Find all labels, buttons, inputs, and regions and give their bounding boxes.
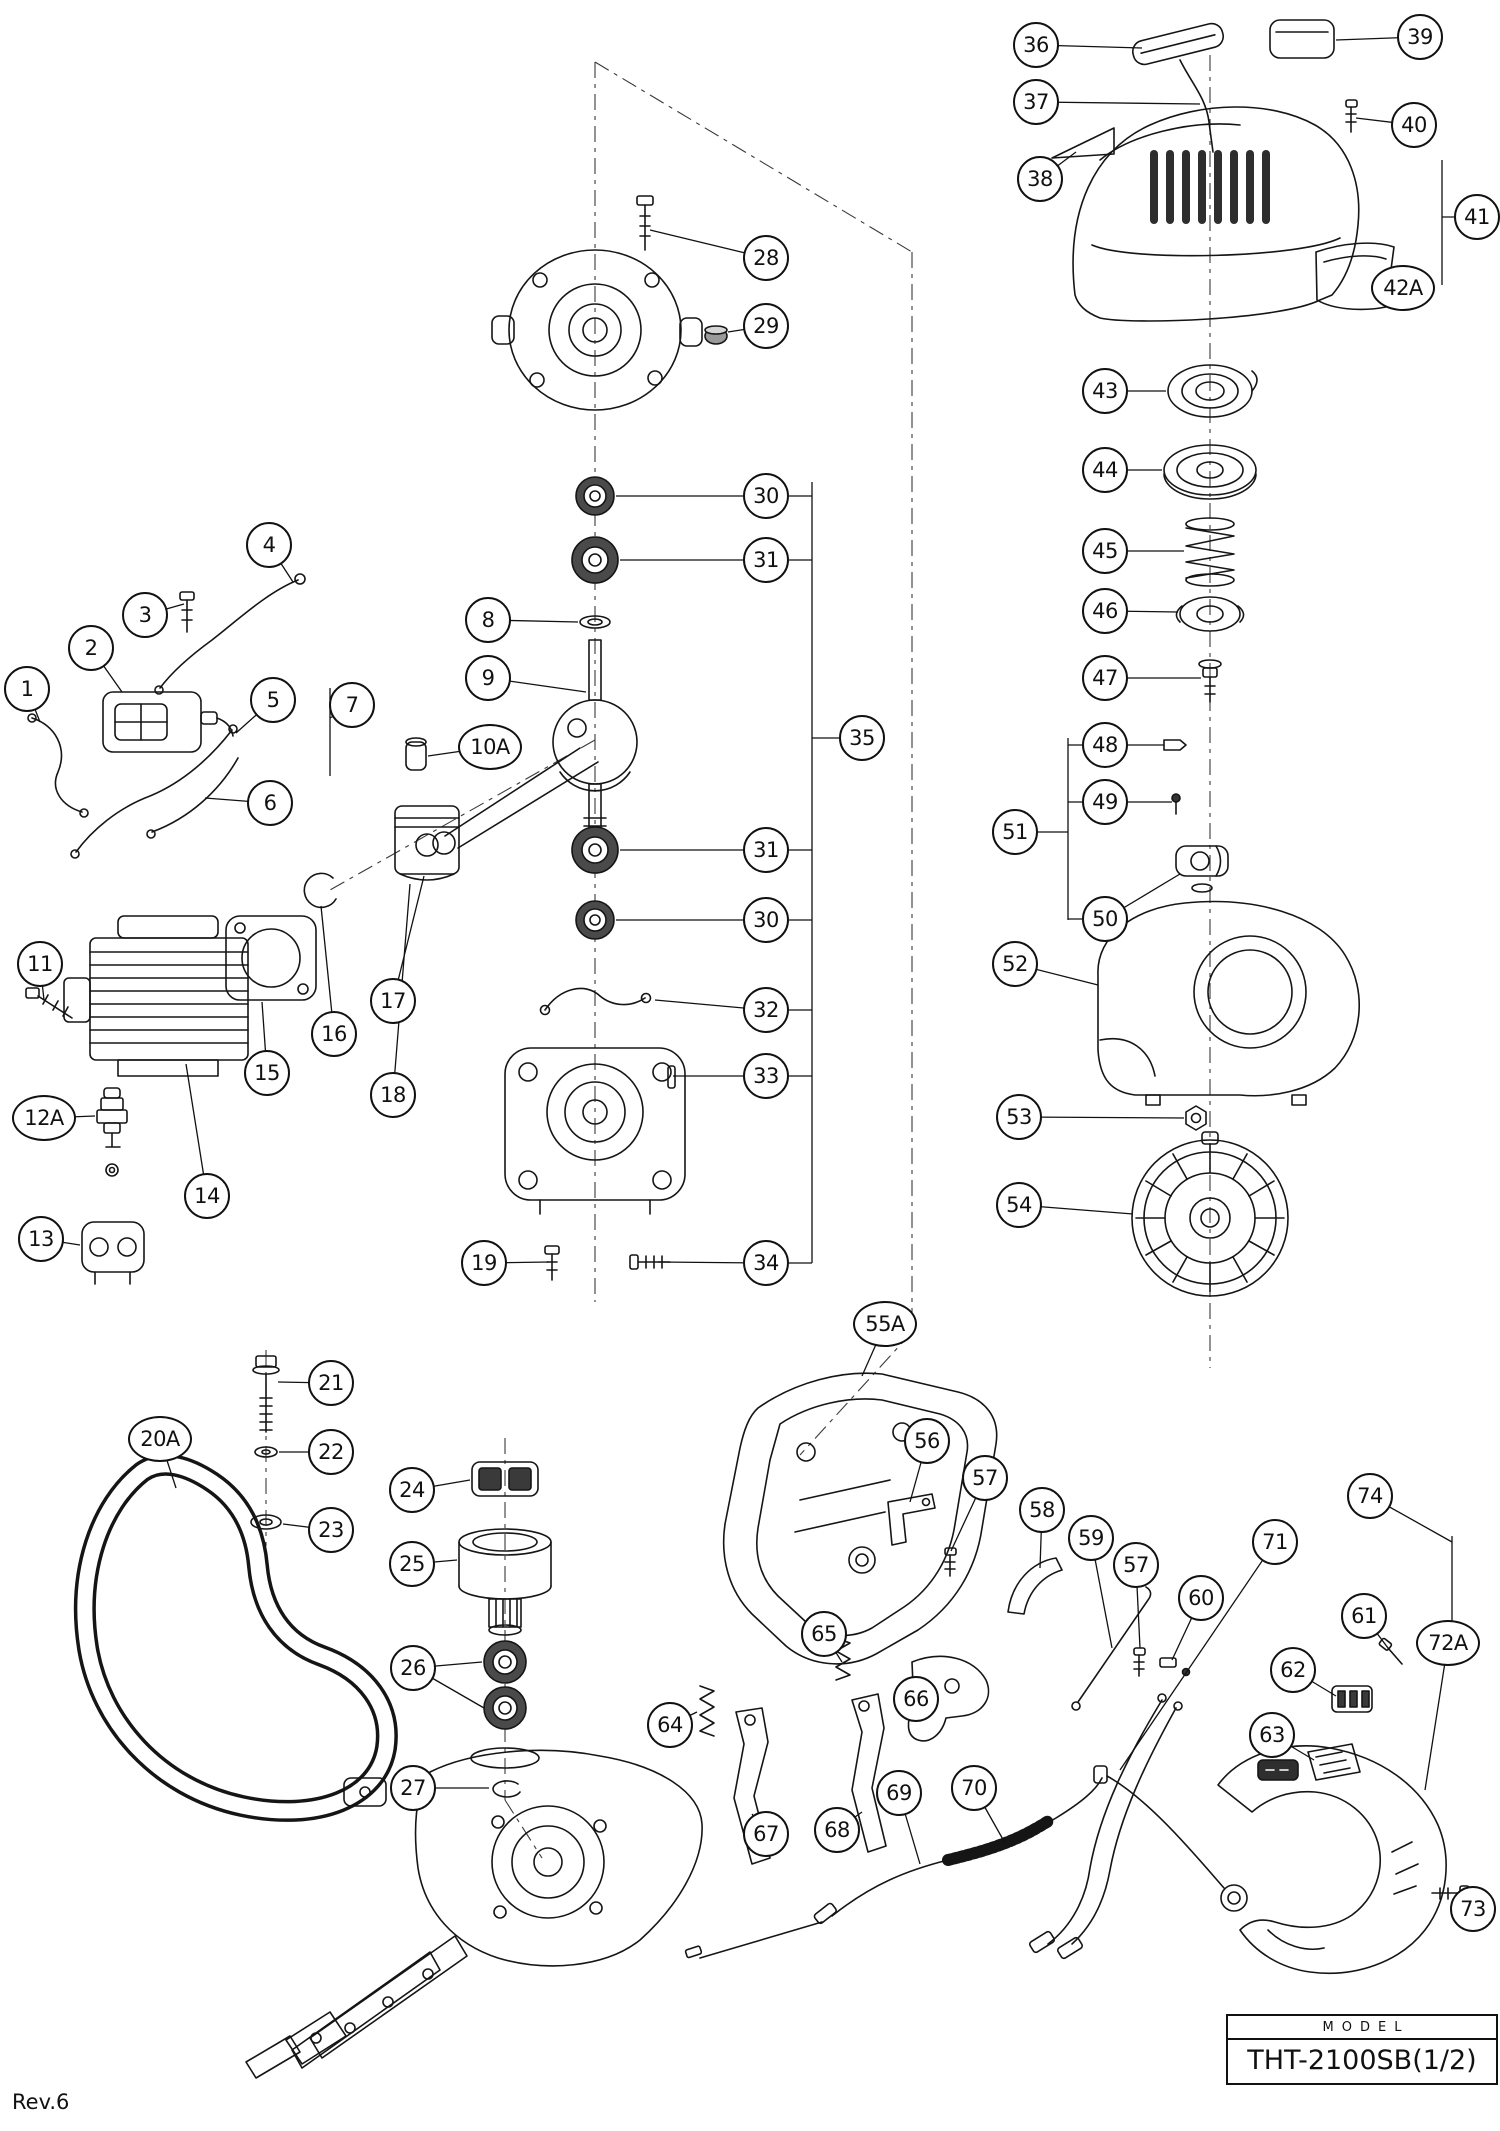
leader-line-64	[669, 1711, 698, 1726]
leader-line-23	[282, 1523, 332, 1531]
leader-line-24	[411, 1479, 471, 1491]
leader-line-15	[261, 1001, 268, 1074]
leader-line-11	[39, 963, 45, 1001]
leader-line-59	[1090, 1537, 1113, 1649]
leader-line-1	[26, 688, 41, 723]
leader-line-54	[1018, 1204, 1134, 1215]
leader-line-74	[1369, 1495, 1453, 1543]
clutch-group-drawing	[458, 1461, 552, 1798]
leader-line-66	[915, 1698, 929, 1713]
leader-line-42a	[1383, 279, 1404, 289]
leader-line-3	[144, 603, 185, 616]
leader-line-16	[320, 905, 335, 1035]
leader-line-28	[649, 229, 767, 259]
model-label: MODEL	[1228, 2016, 1496, 2040]
leader-line-5	[235, 699, 274, 734]
leader-line-52	[1014, 963, 1099, 986]
leader-line-13	[40, 1238, 81, 1246]
leader-line-46	[1104, 610, 1179, 613]
leader-line-73	[1461, 1895, 1474, 1910]
leader-line-60	[1171, 1597, 1202, 1661]
leader-line-72a	[1424, 1642, 1449, 1791]
model-number: THT-2100SB(1/2)	[1247, 2045, 1477, 2076]
leader-line-56	[909, 1440, 928, 1503]
leader-line-26	[412, 1661, 483, 1669]
crankcase-assembly-drawing	[303, 195, 728, 1281]
leader-line-7	[329, 704, 353, 719]
leader-line-19	[483, 1261, 550, 1264]
leader-line-55a	[861, 1323, 886, 1377]
leader-line-50	[1104, 873, 1181, 920]
fan-flywheel-drawing	[1097, 900, 1361, 1297]
leader-line-53	[1018, 1116, 1185, 1119]
leader-line-25	[411, 1559, 458, 1565]
leader-line-39	[1335, 36, 1421, 41]
leader-line-10a	[427, 746, 491, 757]
leader-line-62	[1292, 1669, 1337, 1697]
leader-line-37	[1035, 101, 1201, 105]
leader-line-4	[268, 544, 294, 583]
leader-lines	[26, 36, 1477, 1910]
leader-line-36	[1035, 44, 1143, 49]
revision-label: Rev.6	[12, 2090, 70, 2114]
starter-internals-drawing	[1163, 364, 1258, 893]
leader-line-69	[898, 1792, 921, 1865]
leader-line-65	[823, 1633, 843, 1663]
leader-line-61	[1363, 1615, 1389, 1649]
leader-line-6	[204, 797, 271, 804]
leader-line-34	[657, 1261, 767, 1264]
leader-line-12a	[43, 1115, 96, 1119]
leader-line-21	[277, 1381, 332, 1384]
gearcase-drawing	[245, 1747, 703, 2079]
housing-levers-drawing	[684, 1372, 1225, 1960]
leader-line-57	[1135, 1564, 1141, 1649]
leader-line-70	[973, 1787, 1006, 1844]
construction-lines	[265, 55, 1211, 1859]
leader-line-14	[185, 1063, 208, 1197]
model-panel: MODEL THT-2100SB(1/2)	[1226, 2014, 1498, 2085]
leader-line-68	[836, 1811, 863, 1831]
leader-line-9	[487, 677, 587, 693]
ignition-coil-drawing	[27, 573, 306, 859]
front-handle-drawing	[73, 1355, 398, 1822]
leader-line-38	[1039, 151, 1077, 180]
rear-handle-drawing	[1217, 1637, 1470, 1974]
cylinder-group-drawing	[25, 915, 317, 1285]
leader-line-63	[1271, 1734, 1315, 1761]
leader-line-58	[1039, 1509, 1043, 1569]
leader-line-71	[1119, 1541, 1276, 1771]
starter-cover-drawing	[1051, 19, 1395, 322]
leader-line-32	[654, 999, 767, 1011]
leader-line-2	[90, 647, 123, 693]
leader-line-40	[1355, 117, 1415, 126]
leader-line-29	[727, 325, 767, 333]
leader-line-8	[487, 619, 579, 623]
